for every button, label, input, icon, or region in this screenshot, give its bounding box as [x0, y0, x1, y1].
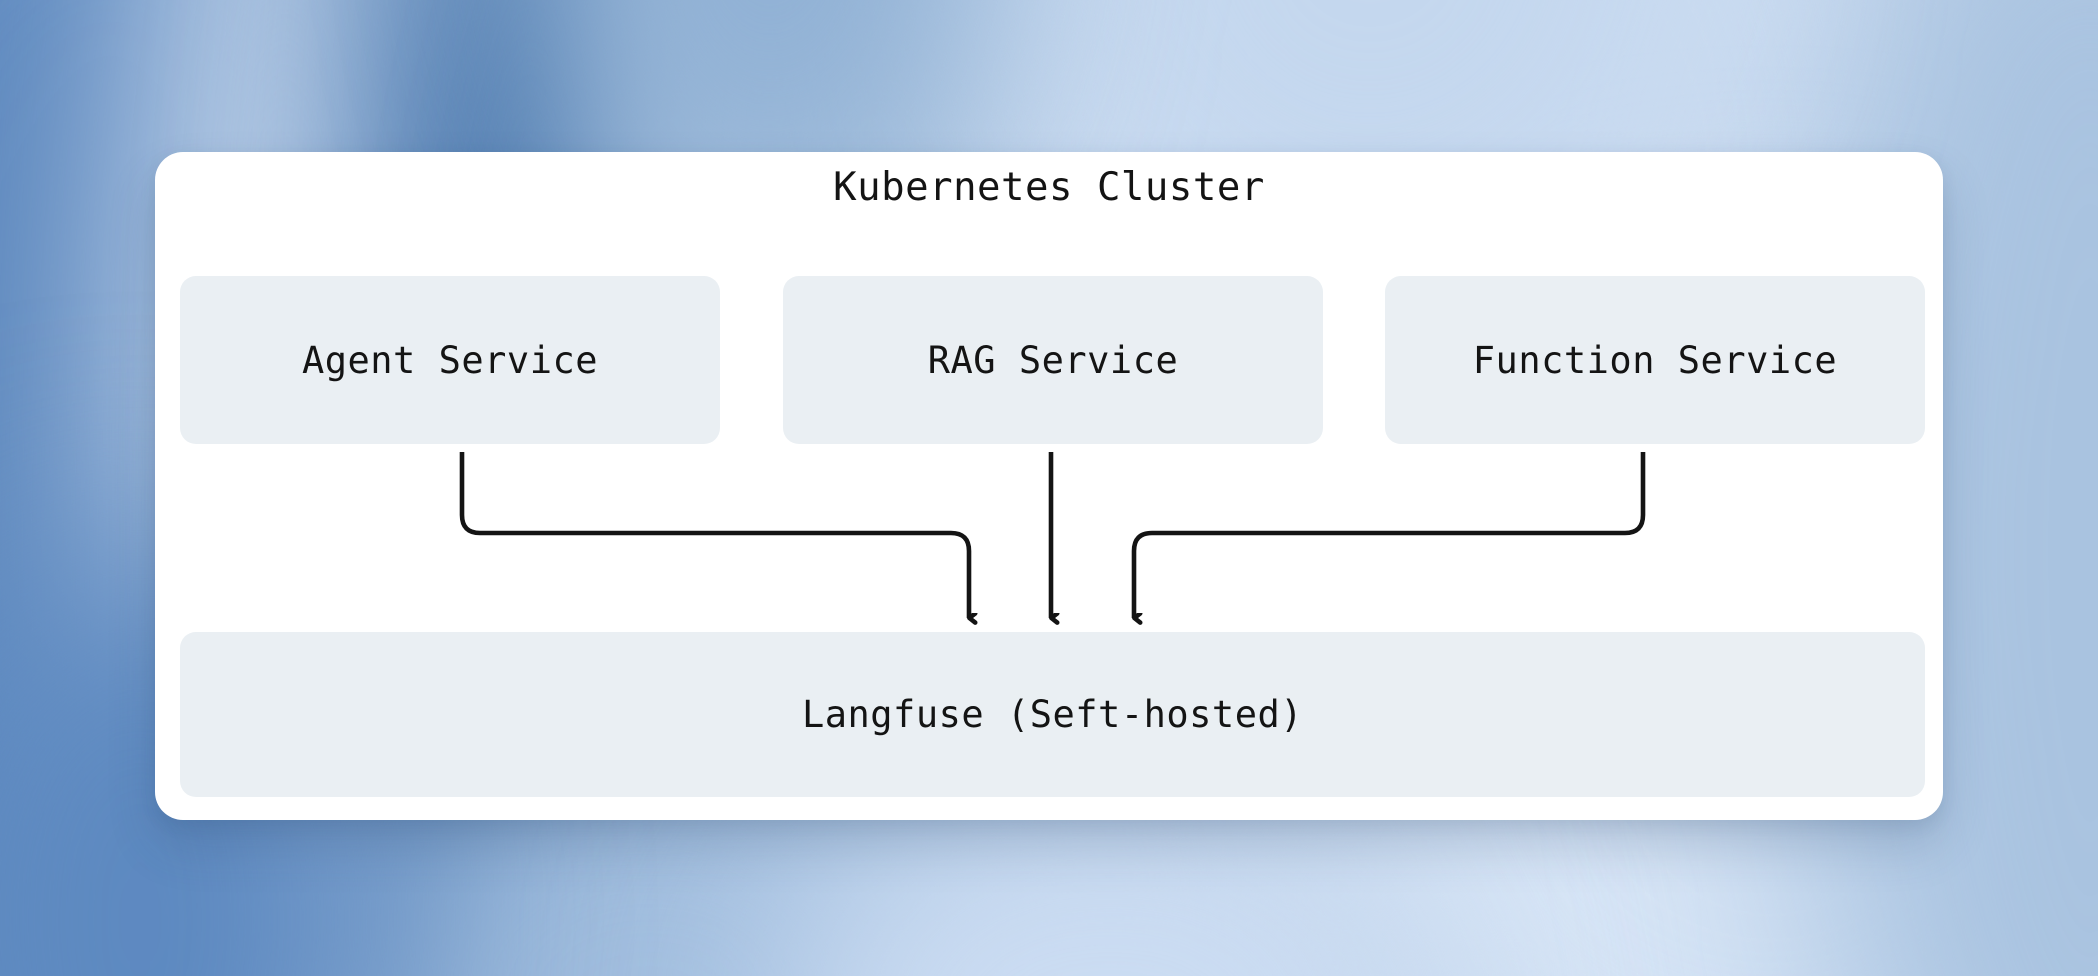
node-function-service-label: Function Service — [1472, 338, 1838, 382]
node-rag-service[interactable]: RAG Service — [783, 276, 1323, 444]
node-function-service[interactable]: Function Service — [1385, 276, 1925, 444]
node-langfuse[interactable]: Langfuse (Seft-hosted) — [180, 632, 1925, 797]
node-agent-service[interactable]: Agent Service — [180, 276, 720, 444]
node-agent-service-label: Agent Service — [301, 338, 599, 382]
node-rag-service-label: RAG Service — [927, 338, 1179, 382]
edge-agent-to-langfuse — [459, 452, 969, 618]
kubernetes-cluster-card: Kubernetes Cluster Agent Service RAG Ser… — [155, 152, 1943, 820]
node-langfuse-label: Langfuse (Seft-hosted) — [801, 693, 1304, 736]
edge-function-to-langfuse — [1131, 452, 1646, 618]
cluster-title: Kubernetes Cluster — [833, 165, 1265, 210]
